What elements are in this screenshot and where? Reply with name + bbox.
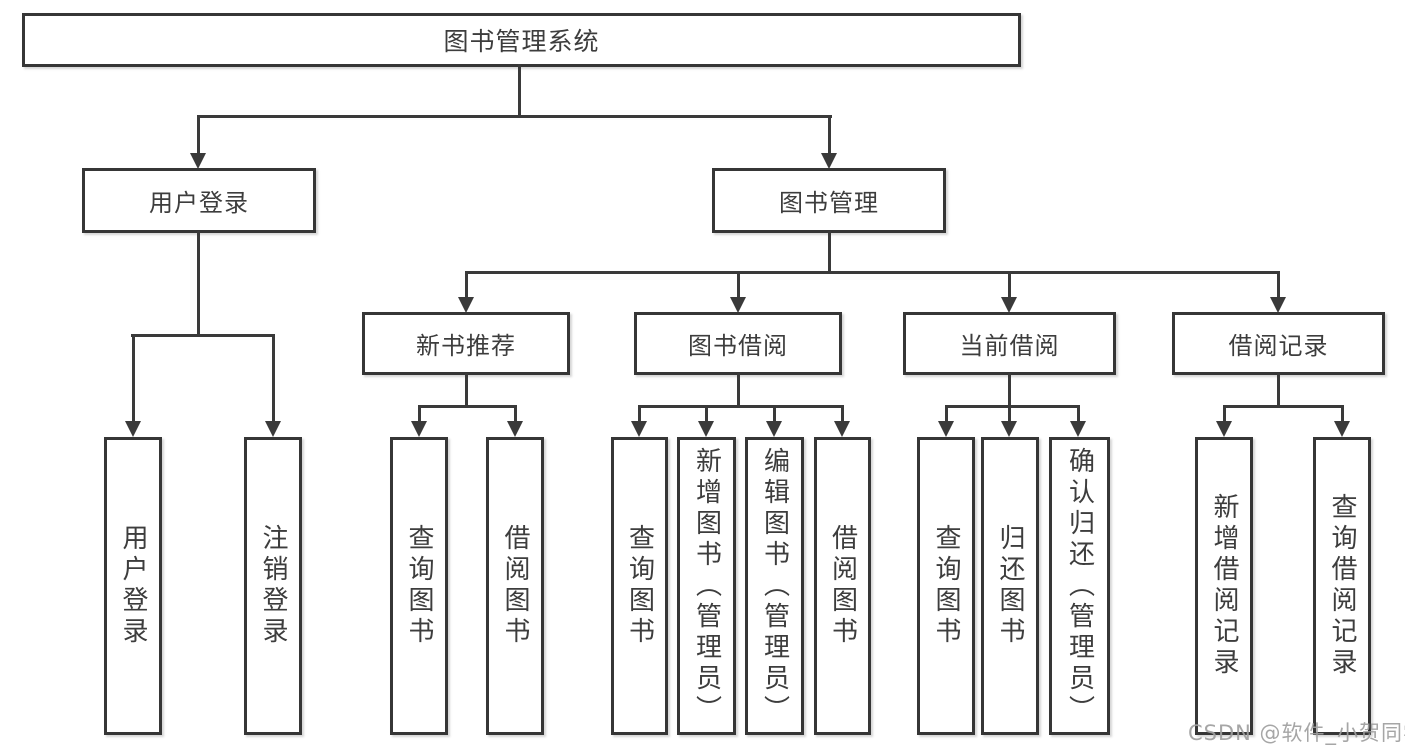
arrow-cb-leaf2 [1001, 421, 1017, 437]
leaf-edit-books-admin-label: 编辑图书（管理员） [759, 446, 790, 726]
leaf-add-borrow-record: 新增借阅记录 [1195, 437, 1253, 735]
leaf-borrow-books: 借阅图书 [814, 437, 871, 735]
connector-book-mgmt-stem [828, 231, 831, 274]
leaf-add-borrow-record-label: 新增借阅记录 [1209, 493, 1239, 679]
leaf-user-login-label: 用户登录 [118, 524, 148, 648]
leaf-query-borrow-record: 查询借阅记录 [1313, 437, 1371, 735]
connector-bb-leaf2 [705, 405, 708, 425]
connector-cb-leaf2 [1008, 405, 1011, 425]
arrow-to-current-borrow [1001, 297, 1017, 313]
arrow-nb-leaf2 [507, 421, 523, 437]
leaf-confirm-return-admin-label: 确认归还（管理员） [1064, 446, 1095, 726]
connector-bb-leaf4 [841, 405, 844, 425]
connector-to-book-borrow [737, 271, 740, 301]
connector-new-book-stem [465, 373, 468, 408]
connector-book-mgmt-split [465, 271, 1280, 274]
leaf-return-books-label: 归还图书 [995, 524, 1025, 648]
arrow-bb-leaf1 [631, 421, 647, 437]
leaf-query-books-borrow: 查询图书 [611, 437, 668, 735]
leaf-return-books: 归还图书 [981, 437, 1039, 735]
arrow-to-borrow-records [1270, 297, 1286, 313]
node-book-borrow-label: 图书借阅 [688, 332, 788, 360]
arrow-to-user-login [190, 153, 206, 169]
leaf-borrow-books-recommend: 借阅图书 [486, 437, 544, 735]
node-root-label: 图书管理系统 [443, 27, 600, 56]
connector-root-split [197, 115, 832, 118]
leaf-query-borrow-record-label: 查询借阅记录 [1327, 493, 1357, 679]
connector-current-borrow-stem [1008, 373, 1011, 408]
connector-root-stem [518, 64, 521, 118]
connector-borrow-records-stem [1277, 373, 1280, 408]
leaf-query-books-current-label: 查询图书 [931, 524, 961, 648]
node-book-mgmt: 图书管理 [712, 168, 946, 233]
connector-current-borrow-split [945, 405, 1080, 408]
leaf-query-books-current: 查询图书 [917, 437, 975, 735]
connector-nb-leaf2 [514, 405, 517, 425]
leaf-add-books-admin-label: 新增图书（管理员） [691, 446, 722, 726]
leaf-edit-books-admin: 编辑图书（管理员） [745, 437, 804, 735]
node-book-mgmt-label: 图书管理 [779, 189, 879, 217]
node-user-login-label: 用户登录 [149, 189, 249, 217]
connector-to-leaf-login [132, 334, 135, 424]
leaf-query-books-recommend: 查询图书 [390, 437, 448, 735]
arrow-br-leaf1 [1216, 421, 1232, 437]
node-new-book-recommend: 新书推荐 [362, 312, 570, 375]
arrow-to-new-book [458, 297, 474, 313]
connector-bb-leaf3 [773, 405, 776, 425]
arrow-cb-leaf3 [1070, 421, 1086, 437]
connector-to-borrow-records [1277, 271, 1280, 301]
connector-br-leaf2 [1341, 405, 1344, 425]
connector-book-borrow-stem [737, 373, 740, 408]
leaf-add-books-admin: 新增图书（管理员） [677, 437, 736, 735]
connector-br-leaf1 [1223, 405, 1226, 425]
arrow-to-book-mgmt [821, 153, 837, 169]
connector-book-borrow-split [638, 405, 843, 408]
connector-user-login-stem [197, 231, 200, 337]
arrow-br-leaf2 [1334, 421, 1350, 437]
arrow-to-leaf-logout [265, 421, 281, 437]
connector-to-leaf-logout [272, 334, 275, 424]
arrow-bb-leaf3 [766, 421, 782, 437]
leaf-logout: 注销登录 [244, 437, 302, 735]
node-borrow-records: 借阅记录 [1172, 312, 1385, 375]
node-current-borrow-label: 当前借阅 [959, 332, 1060, 360]
arrow-bb-leaf2 [698, 421, 714, 437]
connector-new-book-split [418, 405, 517, 408]
leaf-borrow-books-label: 借阅图书 [827, 524, 858, 648]
leaf-logout-label: 注销登录 [258, 524, 288, 648]
connector-bb-leaf1 [638, 405, 641, 425]
arrow-to-book-borrow [730, 297, 746, 313]
leaf-query-books-recommend-label: 查询图书 [404, 524, 434, 648]
connector-to-book-mgmt [828, 115, 831, 157]
node-user-login: 用户登录 [82, 168, 316, 233]
arrow-nb-leaf1 [411, 421, 427, 437]
node-borrow-records-label: 借阅记录 [1228, 332, 1329, 360]
connector-to-current-borrow [1008, 271, 1011, 301]
leaf-user-login: 用户登录 [104, 437, 162, 735]
arrow-cb-leaf1 [938, 421, 954, 437]
connector-to-user-login [197, 115, 200, 157]
connector-user-login-split [131, 334, 275, 337]
node-book-borrow: 图书借阅 [634, 312, 842, 375]
csdn-watermark: CSDN @软件_小贺同学 [1188, 721, 1405, 745]
connector-cb-leaf3 [1077, 405, 1080, 425]
node-root: 图书管理系统 [22, 13, 1021, 67]
leaf-query-books-borrow-label: 查询图书 [624, 524, 655, 648]
arrow-bb-leaf4 [834, 421, 850, 437]
leaf-confirm-return-admin: 确认归还（管理员） [1049, 437, 1110, 735]
leaf-borrow-books-recommend-label: 借阅图书 [500, 524, 530, 648]
connector-cb-leaf1 [945, 405, 948, 425]
node-current-borrow: 当前借阅 [903, 312, 1116, 375]
arrow-to-leaf-login [125, 421, 141, 437]
node-new-book-recommend-label: 新书推荐 [416, 332, 516, 360]
connector-borrow-records-split [1223, 405, 1344, 408]
connector-nb-leaf1 [418, 405, 421, 425]
connector-to-new-book [465, 271, 468, 301]
